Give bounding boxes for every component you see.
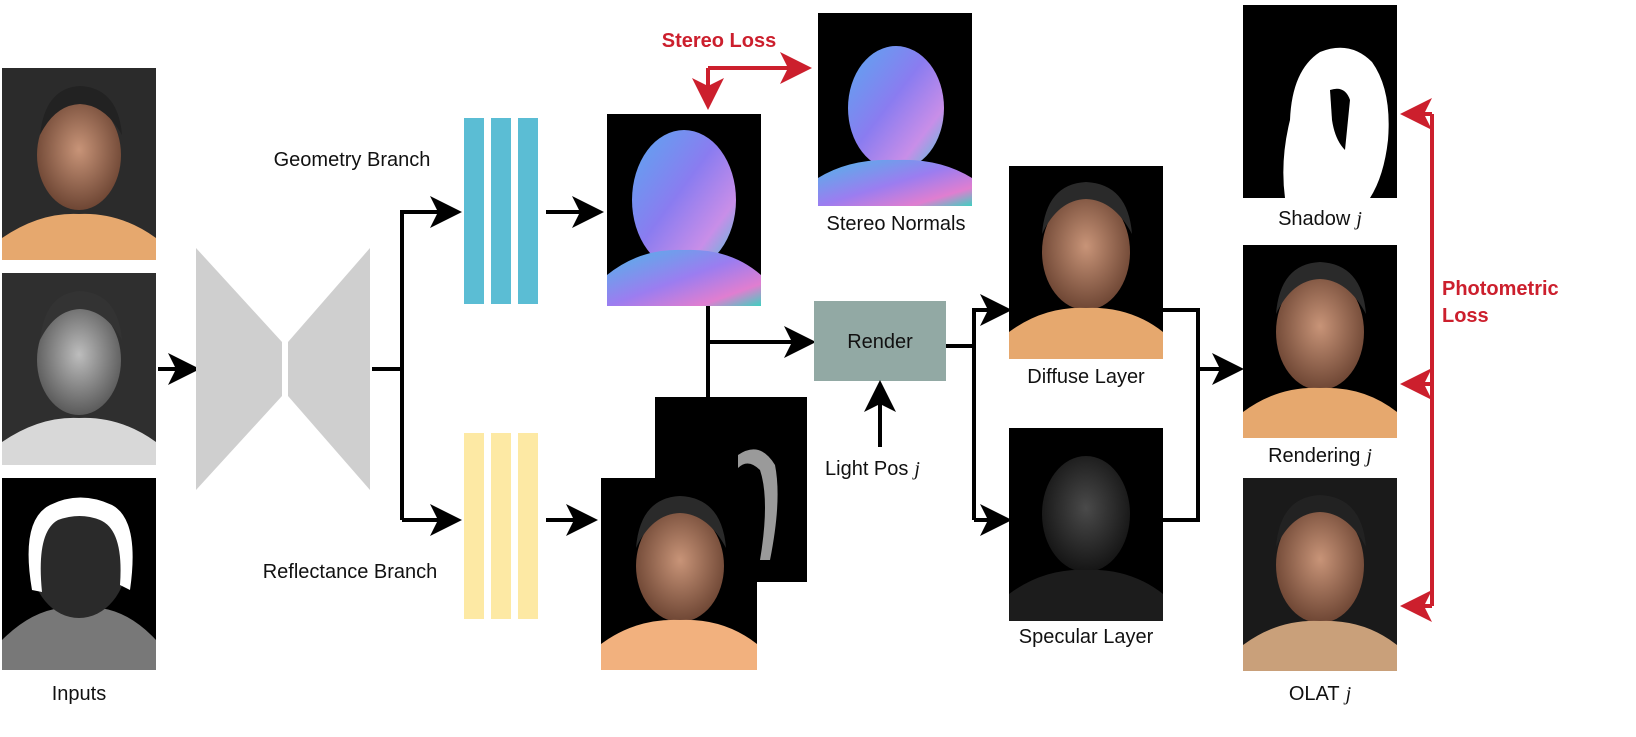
stereo-loss-arrow xyxy=(692,52,812,110)
shadow-index: j xyxy=(1353,208,1362,230)
branch-split-arrows xyxy=(372,196,462,536)
olat-label: OLAT xyxy=(1289,683,1340,705)
photometric-loss-arrows xyxy=(1400,98,1434,622)
rendering-label: Rendering xyxy=(1268,445,1360,467)
diffuse-layer-image xyxy=(1009,166,1163,359)
input-image-color xyxy=(2,68,156,260)
light-pos-label: Light Pos xyxy=(825,458,908,480)
albedo-map-image xyxy=(601,478,757,670)
geometry-branch-label: Geometry Branch xyxy=(274,149,431,171)
shadow-label: Shadow xyxy=(1278,208,1351,230)
specular-layer-label: Specular Layer xyxy=(1019,626,1154,648)
photometric-loss-line1: Photometric xyxy=(1442,278,1559,300)
stereo-loss-label: Stereo Loss xyxy=(662,30,776,52)
stereo-normals-image xyxy=(818,13,972,206)
photometric-loss-line2: Loss xyxy=(1442,305,1489,327)
predicted-normals-image xyxy=(607,114,761,306)
input-image-gray xyxy=(2,273,156,465)
encoder-decoder-network xyxy=(196,248,370,490)
layers-to-rendering-arrows xyxy=(1163,308,1244,522)
inputs-label: Inputs xyxy=(52,683,106,705)
render-to-layers-arrows xyxy=(946,294,1012,536)
geometry-branch-layers xyxy=(464,118,538,304)
stereo-normals-label: Stereo Normals xyxy=(827,213,966,235)
render-label: Render xyxy=(847,331,913,353)
reflectance-branch-layers xyxy=(464,433,538,619)
input-image-mask xyxy=(2,478,156,670)
rendering-image xyxy=(1243,245,1397,438)
olat-index: j xyxy=(1343,683,1352,705)
reflectance-branch-label: Reflectance Branch xyxy=(263,561,438,583)
olat-image xyxy=(1243,478,1397,671)
shadow-image xyxy=(1243,5,1397,198)
light-pos-index: j xyxy=(911,458,920,480)
diffuse-layer-label: Diffuse Layer xyxy=(1027,366,1145,388)
specular-layer-image xyxy=(1009,428,1163,621)
rendering-index: j xyxy=(1363,445,1372,467)
render-box xyxy=(814,301,946,381)
